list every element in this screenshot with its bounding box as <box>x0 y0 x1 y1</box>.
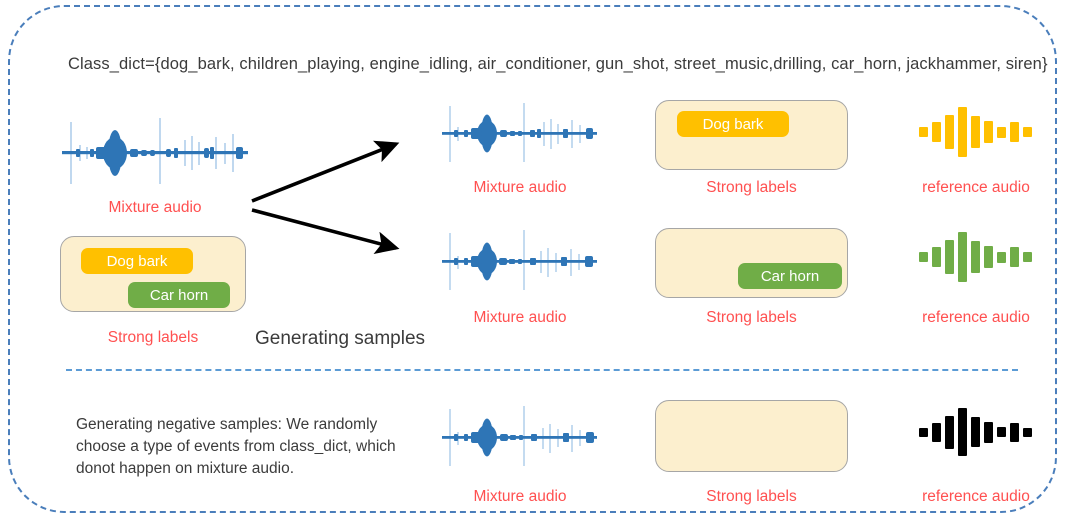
row2-badge-car-horn[interactable]: Car horn <box>738 263 842 289</box>
bar-9 <box>1022 252 1032 262</box>
row2-reference-bars <box>916 229 1034 285</box>
badge-car-horn[interactable]: Car horn <box>128 282 230 308</box>
bar-6 <box>983 121 993 143</box>
audio-waveform-icon <box>442 103 597 162</box>
row2-mixture-waveform <box>440 228 600 296</box>
bar-7 <box>996 251 1006 263</box>
section-divider <box>66 369 1018 371</box>
row1-mixture-caption: Mixture audio <box>473 179 567 196</box>
row1-mixture-waveform <box>440 100 600 168</box>
row2-reference-caption: reference audio <box>922 309 1030 326</box>
audio-waveform-icon <box>442 230 597 290</box>
bar-1 <box>918 127 928 137</box>
row1-strong-labels-box: Dog bark <box>655 100 848 170</box>
row3-reference-bars <box>916 404 1034 460</box>
row2-strong-labels-box: Car horn <box>655 228 848 298</box>
bar-8 <box>1009 422 1019 442</box>
bar-2 <box>931 247 941 267</box>
bar-2 <box>931 422 941 442</box>
row1-reference-bars <box>916 104 1034 160</box>
bar-7 <box>996 427 1006 437</box>
bar-8 <box>1009 122 1019 142</box>
bar-8 <box>1009 247 1019 267</box>
bar-4 <box>957 107 967 157</box>
row1-badge-dog-bark[interactable]: Dog bark <box>677 111 789 137</box>
bar-3 <box>944 115 954 149</box>
negative-samples-text: Generating negative samples: We randomly… <box>76 416 396 477</box>
bar-6 <box>983 246 993 268</box>
audio-waveform-icon <box>62 118 248 184</box>
source-strong-labels-box: Dog bark Car horn <box>60 236 246 312</box>
bar-3 <box>944 415 954 449</box>
bar-6 <box>983 421 993 443</box>
row3-mixture-waveform <box>440 404 600 472</box>
row1-strong-labels-caption: Strong labels <box>706 179 797 196</box>
row3-strong-labels-caption: Strong labels <box>706 488 797 505</box>
row2-strong-labels-caption: Strong labels <box>706 309 797 326</box>
source-mixture-waveform <box>60 112 250 192</box>
bar-9 <box>1022 427 1032 437</box>
class-dict-text: Class_dict={dog_bark, children_playing, … <box>68 55 1048 73</box>
row3-reference-caption: reference audio <box>922 488 1030 505</box>
generating-samples-label: Generating samples <box>255 328 426 349</box>
bar-1 <box>918 427 928 437</box>
branch-arrows-icon <box>251 140 400 254</box>
badge-dog-bark[interactable]: Dog bark <box>81 248 193 274</box>
bar-1 <box>918 252 928 262</box>
bar-5 <box>970 116 980 148</box>
row2-mixture-caption: Mixture audio <box>473 309 567 326</box>
audio-waveform-icon <box>442 406 597 466</box>
bar-2 <box>931 122 941 142</box>
bar-7 <box>996 126 1006 138</box>
bar-4 <box>957 232 967 282</box>
bar-4 <box>957 408 967 456</box>
bar-9 <box>1022 127 1032 137</box>
branch-arrows <box>240 130 420 275</box>
bar-5 <box>970 241 980 273</box>
bar-5 <box>970 417 980 447</box>
row3-strong-labels-box <box>655 400 848 472</box>
row1-reference-caption: reference audio <box>922 179 1030 196</box>
source-strong-labels-caption: Strong labels <box>107 329 199 346</box>
bar-3 <box>944 240 954 274</box>
source-mixture-caption: Mixture audio <box>108 199 202 216</box>
row3-mixture-caption: Mixture audio <box>473 488 567 505</box>
